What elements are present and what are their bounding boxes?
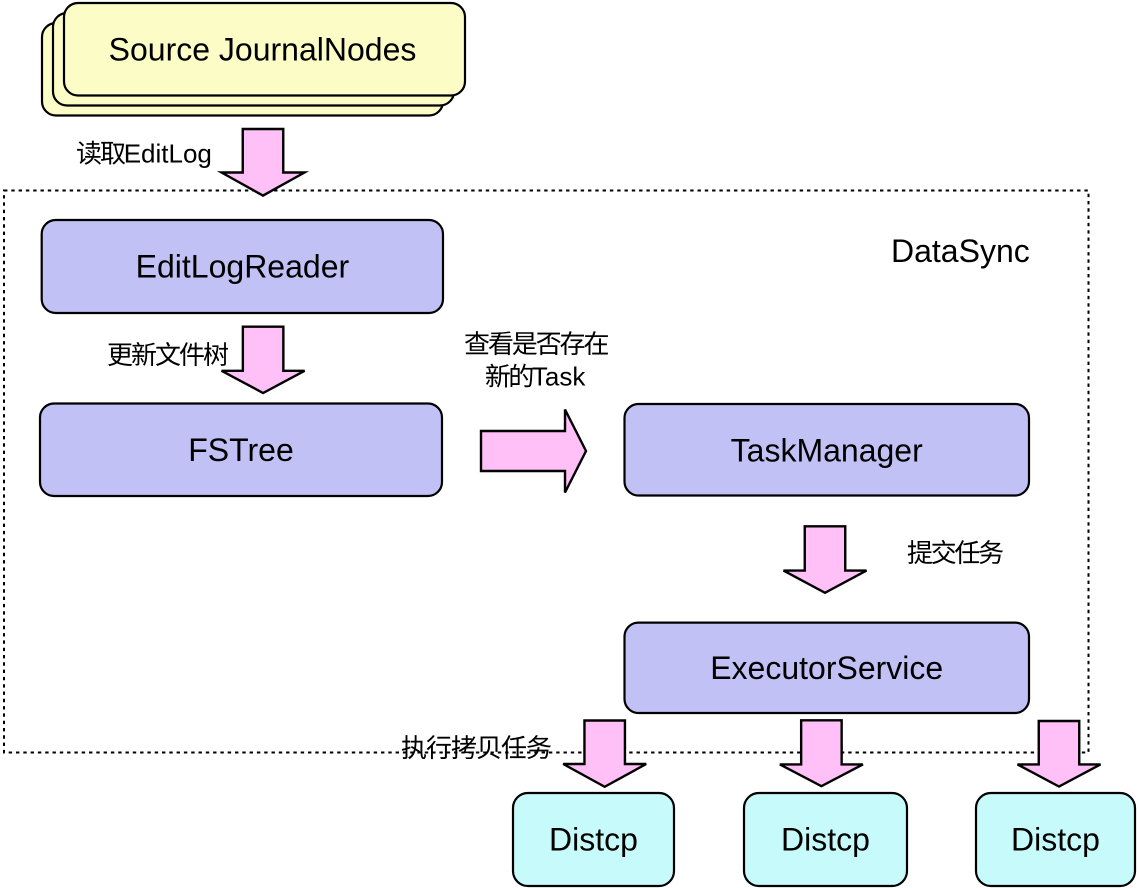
svg-text:TaskManager: TaskManager <box>731 433 923 469</box>
svg-text:ExecutorService: ExecutorService <box>710 650 943 686</box>
svg-text:DataSync: DataSync <box>891 233 1030 269</box>
svg-text:EditLogReader: EditLogReader <box>136 249 350 285</box>
svg-text:Distcp: Distcp <box>781 822 870 858</box>
svg-text:EditLog: EditLog <box>124 139 212 169</box>
svg-text:Distcp: Distcp <box>549 822 638 858</box>
svg-text:FSTree: FSTree <box>188 432 294 468</box>
svg-text:Source JournalNodes: Source JournalNodes <box>109 32 417 68</box>
svg-text:Task: Task <box>532 362 586 392</box>
svg-text:Distcp: Distcp <box>1011 822 1100 858</box>
